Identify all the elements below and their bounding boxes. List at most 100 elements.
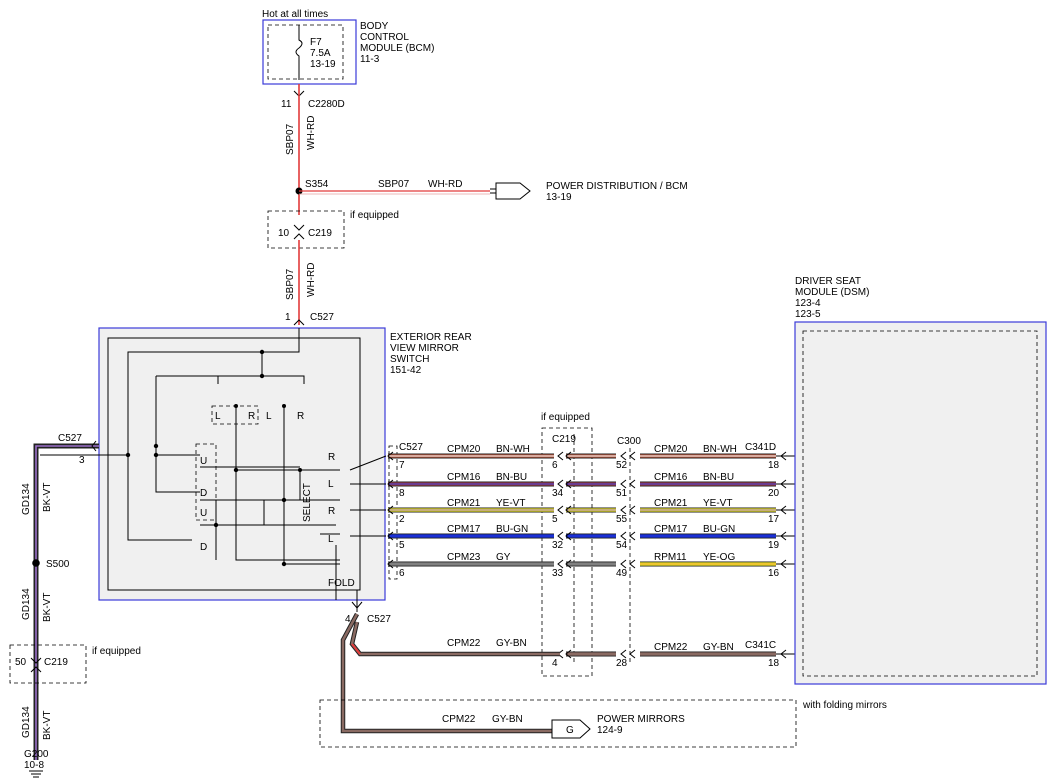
mirror-switch-inner — [107, 337, 361, 591]
switch-contact-r4: R — [328, 506, 335, 517]
dsm-module: DRIVER SEAT MODULE (DSM) 123-4 123-5 — [794, 276, 1047, 685]
row-right-circuit-4: RPM11 — [654, 552, 687, 563]
fold-wire-inner — [341, 613, 552, 733]
bcm-connector: C2280D — [308, 99, 345, 110]
row-right-circuit-2: CPM21 — [654, 498, 688, 509]
bcm-fuse-box — [267, 24, 344, 80]
row-c300-chevron-b-2 — [629, 505, 636, 515]
c527-bottom-pin: 4 — [345, 614, 351, 625]
row-c219-pin-0: 6 — [552, 460, 558, 471]
feed-c527-pin: 1 — [285, 312, 291, 323]
row-c300-chevron-a-2 — [620, 505, 627, 515]
feed-circuit-label-2: SBP07 — [285, 268, 296, 300]
row-left-pin-2: 2 — [399, 514, 405, 525]
c219-mid-label: C219 — [552, 434, 576, 445]
row-c300-chevron-b-5 — [629, 649, 636, 659]
row-left-circuit-0: CPM20 — [447, 444, 481, 455]
dsm-title-1: DRIVER SEAT — [795, 276, 861, 287]
feed-circuit-label-1: SBP07 — [285, 123, 296, 155]
row-c219-chevron-a-4 — [557, 559, 564, 569]
row-right-circuit-3: CPM17 — [654, 524, 688, 535]
power-mirrors-circuit: with folding mirrors CPM22 GY-BN G POWER… — [319, 612, 887, 748]
row-c219-pin-5: 4 — [552, 658, 558, 669]
row-left-color-4: GY — [496, 552, 511, 563]
ground-symbol — [29, 770, 43, 778]
c527-side-box — [388, 445, 398, 580]
switch-select-label: SELECT — [302, 483, 313, 522]
row-c300-chevron-b-4 — [629, 559, 636, 569]
feed-if-equipped: if equipped — [350, 210, 399, 221]
row-c300-pin-2: 55 — [616, 514, 628, 525]
row-right-circuit-1: CPM16 — [654, 472, 688, 483]
branch-connector-arrow — [490, 182, 531, 200]
fuse-label: F7 — [310, 37, 322, 48]
feed-c219-box — [267, 210, 345, 249]
row-dsm-pin-5: 18 — [768, 658, 780, 669]
row-c300-pin-3: 54 — [616, 540, 628, 551]
switch-contact-l3: L — [328, 479, 334, 490]
row-c219-chevron-a-3 — [557, 531, 564, 541]
splice-s500-label: S500 — [46, 559, 70, 570]
row-c300-chevron-b-3 — [629, 531, 636, 541]
row-right-circuit-5: CPM22 — [654, 642, 688, 653]
power-mirrors-box — [319, 699, 797, 748]
ground-circuit-label-2: GD134 — [21, 588, 32, 620]
row-c300-chevron-a-0 — [620, 451, 627, 461]
row-dsm-pin-0: 18 — [768, 460, 780, 471]
row-left-circuit-2: CPM21 — [447, 498, 481, 509]
ground-c219-box — [9, 644, 87, 684]
ground-circuit-label-3: GD134 — [21, 706, 32, 738]
bcm-box — [262, 19, 357, 85]
c341c-label: C341C — [745, 640, 776, 651]
branch-dest-ref: 13-19 — [546, 192, 572, 203]
ground-wire-stripe — [35, 445, 99, 760]
switch-contact-r3: R — [328, 452, 335, 463]
ground-circuit-label-1: GD134 — [21, 483, 32, 515]
row-dsm-chevron-2 — [780, 505, 787, 515]
bcm-title-2: CONTROL — [360, 32, 409, 43]
ground-c527-chevron — [91, 440, 97, 452]
mirror-switch-title-3: SWITCH — [390, 354, 429, 365]
ground-color-label-3: BK-VT — [42, 711, 53, 740]
ground-color-label-2: BK-VT — [42, 593, 53, 622]
ground-c219-chevrons — [30, 657, 42, 673]
ground-ref: 10-8 — [24, 760, 44, 771]
row-left-chevron-1 — [387, 479, 394, 489]
feed-c219-label: C219 — [308, 228, 332, 239]
row-c300-pin-4: 49 — [616, 568, 628, 579]
feed-c527-label: C527 — [310, 312, 334, 323]
row-c300-chevron-a-5 — [620, 649, 627, 659]
dsm-title-4: 123-5 — [795, 309, 821, 320]
row-left-color-3: BU-GN — [496, 524, 528, 535]
row-dsm-chevron-5 — [780, 649, 787, 659]
c527-bottom-label: C527 — [367, 614, 391, 625]
row-c300-pin-5: 28 — [616, 658, 628, 669]
row-c300-pin-0: 52 — [616, 460, 628, 471]
fuse-symbol — [295, 25, 303, 80]
row-c219-chevron-a-1 — [557, 479, 564, 489]
switch-contact-l4: L — [328, 534, 334, 545]
fold-wire-accent — [351, 643, 361, 655]
row-c300-pin-1: 51 — [616, 488, 628, 499]
ground-c527: C527 — [58, 433, 82, 444]
row-dsm-pin-2: 17 — [768, 514, 780, 525]
row-left-color-1: BN-BU — [496, 472, 527, 483]
row-c219-chevron-a-2 — [557, 505, 564, 515]
switch-contact-l1: L — [215, 411, 221, 422]
hot-at-all-times-label: Hot at all times — [262, 9, 328, 20]
power-mirrors-note: with folding mirrors — [802, 700, 887, 711]
feed-c219-chevrons — [293, 224, 305, 240]
row-left-chevron-0 — [387, 451, 394, 461]
row-left-color-5: GY-BN — [496, 638, 527, 649]
feed-c219-pin: 10 — [278, 228, 290, 239]
switch-fold-label: FOLD — [328, 578, 355, 589]
bcm-title-3: MODULE (BCM) — [360, 43, 434, 54]
row-c219-chevron-b-4 — [565, 559, 572, 569]
dsm-inner-box — [802, 330, 1038, 677]
row-c219-pin-3: 32 — [552, 540, 564, 551]
row-dsm-chevron-0 — [780, 451, 787, 461]
row-dsm-pin-3: 19 — [768, 540, 780, 551]
row-left-color-2: YE-VT — [496, 498, 525, 509]
row-left-chevron-2 — [387, 505, 394, 515]
row-dsm-chevron-1 — [780, 479, 787, 489]
